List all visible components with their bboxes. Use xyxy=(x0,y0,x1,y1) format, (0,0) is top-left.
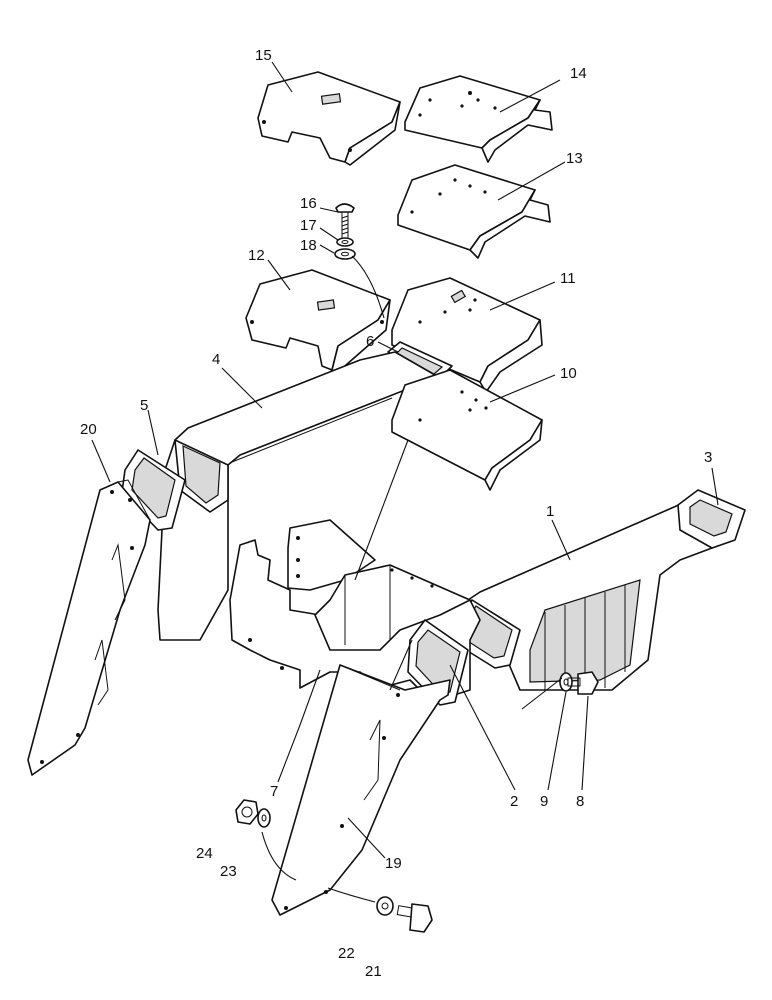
part-3-rear-gasket xyxy=(677,489,746,549)
part-22-washer xyxy=(376,896,394,916)
callout-1: 1 xyxy=(546,503,554,520)
callout-13: 13 xyxy=(566,150,583,167)
callout-16: 16 xyxy=(300,195,317,212)
callout-4: 4 xyxy=(212,351,220,368)
callout-12: 12 xyxy=(248,247,265,264)
callout-15: 15 xyxy=(255,47,272,64)
part-18-washer xyxy=(334,248,356,260)
callout-14: 14 xyxy=(570,65,587,82)
part-2-vent-frame xyxy=(407,619,469,706)
part-19-side-panel xyxy=(271,664,451,916)
callout-23: 23 xyxy=(220,863,237,880)
callout-3: 3 xyxy=(704,449,712,466)
part-23-washer xyxy=(257,808,271,828)
part-8-bolt xyxy=(567,671,599,695)
part-9-washer xyxy=(559,672,573,692)
callout-9: 9 xyxy=(540,793,548,810)
part-20-side-panel xyxy=(27,479,151,776)
part-14-cover-plate xyxy=(404,75,553,163)
callout-24: 24 xyxy=(196,845,213,862)
callout-7: 7 xyxy=(270,783,278,800)
callout-21: 21 xyxy=(365,963,382,980)
part-17-washer xyxy=(336,237,354,247)
callout-20: 20 xyxy=(80,421,97,438)
part-10-cover-plate xyxy=(391,369,543,491)
part-1-right-duct xyxy=(457,499,721,691)
part-24-nut xyxy=(235,799,259,825)
callout-6: 6 xyxy=(366,333,374,350)
callout-11: 11 xyxy=(560,270,576,287)
callout-10: 10 xyxy=(560,365,577,382)
part-12-cover-plate xyxy=(245,269,391,373)
part-4-left-duct xyxy=(157,351,436,641)
part-13-cover-plate xyxy=(397,164,551,259)
callout-22: 22 xyxy=(338,945,355,962)
callout-18: 18 xyxy=(300,237,317,254)
callout-5: 5 xyxy=(140,397,148,414)
part-21-bolt xyxy=(396,903,433,933)
callout-8: 8 xyxy=(576,793,584,810)
callout-2: 2 xyxy=(510,793,518,810)
leader-lines xyxy=(91,61,719,903)
part-16-bolt xyxy=(335,203,355,239)
callout-19: 19 xyxy=(385,855,402,872)
part-15-cover-plate xyxy=(257,71,401,166)
callout-labels: 15 14 13 16 17 18 12 11 6 4 10 5 20 3 1 … xyxy=(80,47,712,980)
callout-17: 17 xyxy=(300,217,317,234)
